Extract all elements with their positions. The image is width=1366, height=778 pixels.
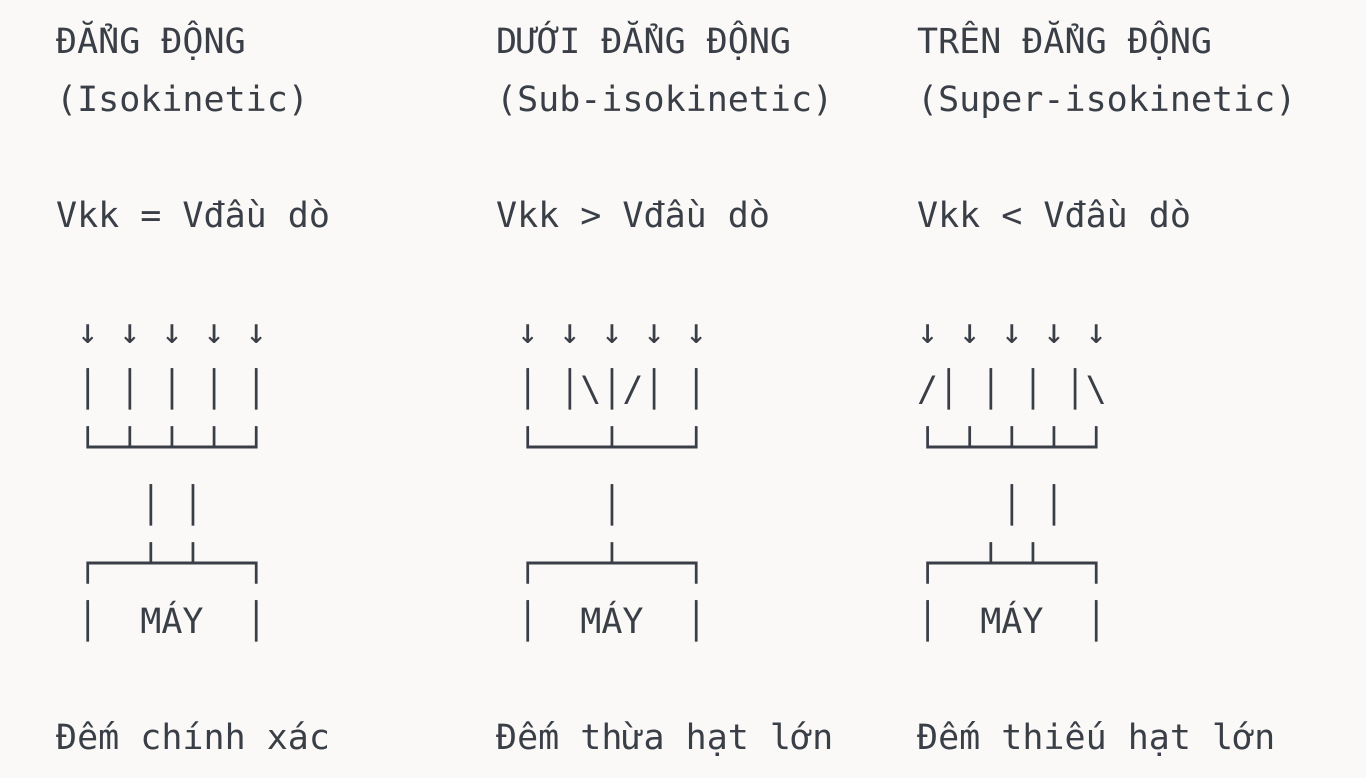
column-title-vi: ĐẲNG ĐỘNG	[56, 22, 246, 62]
result-caption: Đếm thiếu hạt lớn	[917, 718, 1276, 758]
column-title-en: (Super-isokinetic)	[917, 80, 1297, 120]
velocity-relation: Vkk > Vđầu dò	[496, 196, 770, 236]
column-title-vi: DƯỚI ĐẲNG ĐỘNG	[496, 22, 792, 62]
result-caption: Đếm thừa hạt lớn	[496, 718, 834, 758]
column-title-en: (Sub-isokinetic)	[496, 80, 834, 120]
velocity-relation: Vkk < Vđầu dò	[917, 196, 1191, 236]
column-title-en: (Isokinetic)	[56, 80, 309, 120]
result-caption: Đếm chính xác	[56, 718, 330, 758]
sampling-probe-ascii-art: ↓ ↓ ↓ ↓ ↓ /│ │ │ │\ └─┴─┴─┴─┘ │ │ ┌──┴─┴…	[917, 312, 1107, 642]
sampling-probe-ascii-art: ↓ ↓ ↓ ↓ ↓ │ │ │ │ │ └─┴─┴─┴─┘ │ │ ┌──┴─┴…	[77, 312, 267, 642]
velocity-relation: Vkk = Vđầu dò	[56, 196, 330, 236]
sampling-probe-ascii-art: ↓ ↓ ↓ ↓ ↓ │ │\│/│ │ └───┴───┘ │ ┌───┴───…	[517, 312, 707, 642]
column-title-vi: TRÊN ĐẲNG ĐỘNG	[917, 22, 1213, 62]
